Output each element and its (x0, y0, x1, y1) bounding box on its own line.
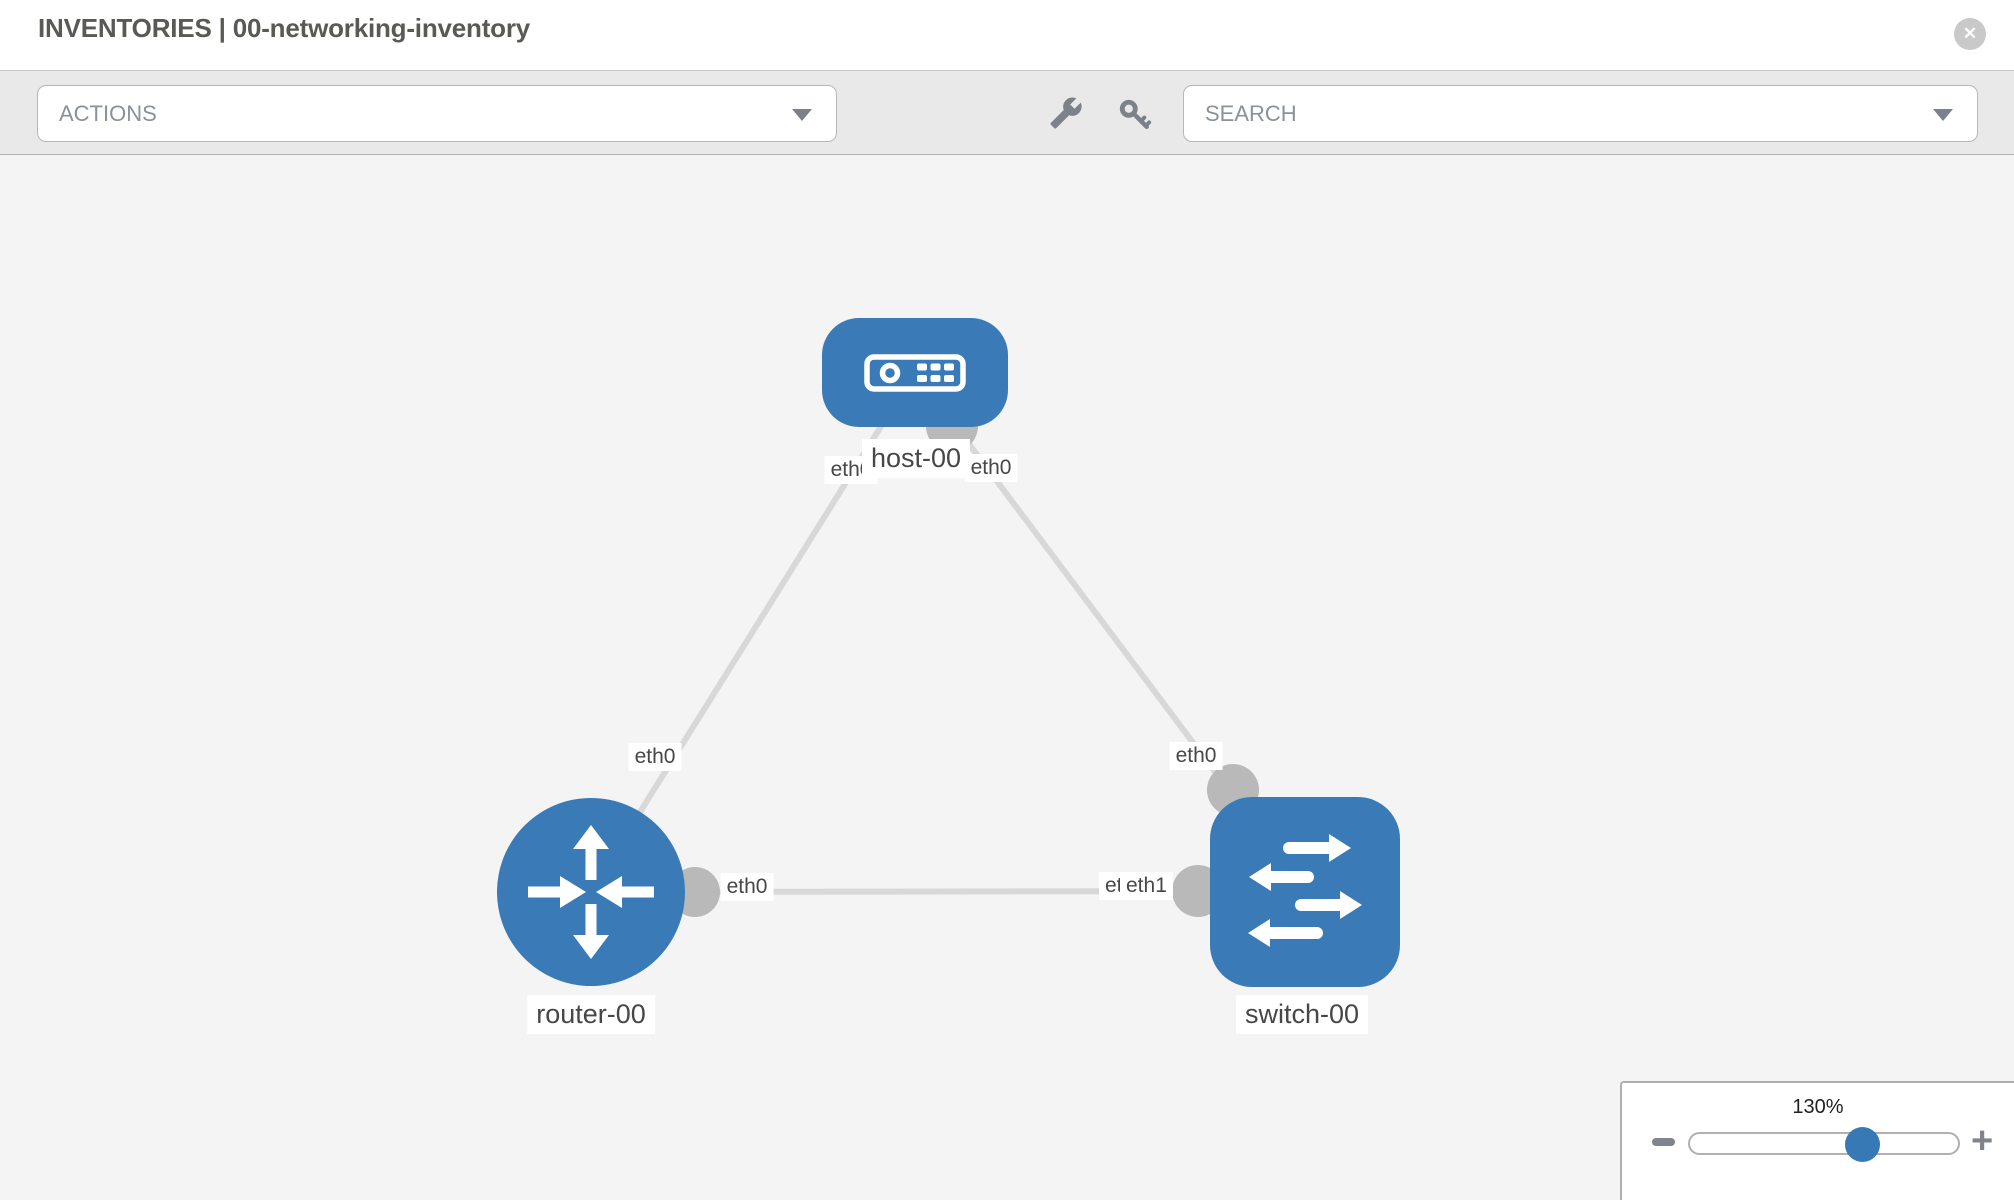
close-icon: ✕ (1962, 24, 1978, 43)
router-icon (528, 825, 654, 959)
zoom-slider-track[interactable] (1688, 1126, 1960, 1162)
zoom-slider-handle[interactable] (1844, 1126, 1880, 1162)
page-title: INVENTORIES | 00-networking-inventory (38, 13, 531, 43)
zoom-out-button[interactable] (1652, 1138, 1675, 1146)
toolbar: ACTIONS (0, 70, 2014, 155)
actions-dropdown[interactable]: ACTIONS (37, 85, 837, 142)
header: INVENTORIES | 00-networking-inventory ✕ (0, 0, 2014, 70)
node-label-switch: switch-00 (1235, 995, 1369, 1034)
actions-dropdown-label: ACTIONS (59, 100, 157, 126)
node-router-00[interactable] (497, 798, 685, 986)
zoom-in-button[interactable]: + (1971, 1120, 1994, 1162)
key-icon[interactable] (1118, 98, 1152, 132)
node-switch-00[interactable] (1210, 797, 1400, 987)
chevron-down-icon (1933, 108, 1953, 121)
interface-label-eth1-switch-left: eth1 (1120, 872, 1173, 900)
interface-label-eth0-host-right: eth0 (964, 454, 1018, 482)
zoom-panel: 130% + (1620, 1081, 2014, 1200)
host-icon (864, 353, 966, 392)
node-label-host: host-00 (861, 439, 971, 478)
switch-icon (1248, 834, 1362, 947)
interface-label-eth0-switch-link: eth0 (1169, 742, 1223, 770)
wrench-icon[interactable] (1049, 96, 1083, 130)
interface-label-eth0-router-link: eth0 (628, 743, 682, 771)
node-label-router: router-00 (527, 995, 655, 1034)
search-input[interactable] (1184, 99, 1887, 128)
search-dropdown[interactable] (1183, 85, 1978, 142)
close-button[interactable]: ✕ (1954, 18, 1986, 50)
interface-label-eth0-router-right: eth0 (720, 873, 774, 901)
node-host-00[interactable] (822, 318, 1008, 427)
chevron-down-icon (792, 108, 812, 121)
zoom-level-value: 130% (1792, 1096, 1844, 1118)
